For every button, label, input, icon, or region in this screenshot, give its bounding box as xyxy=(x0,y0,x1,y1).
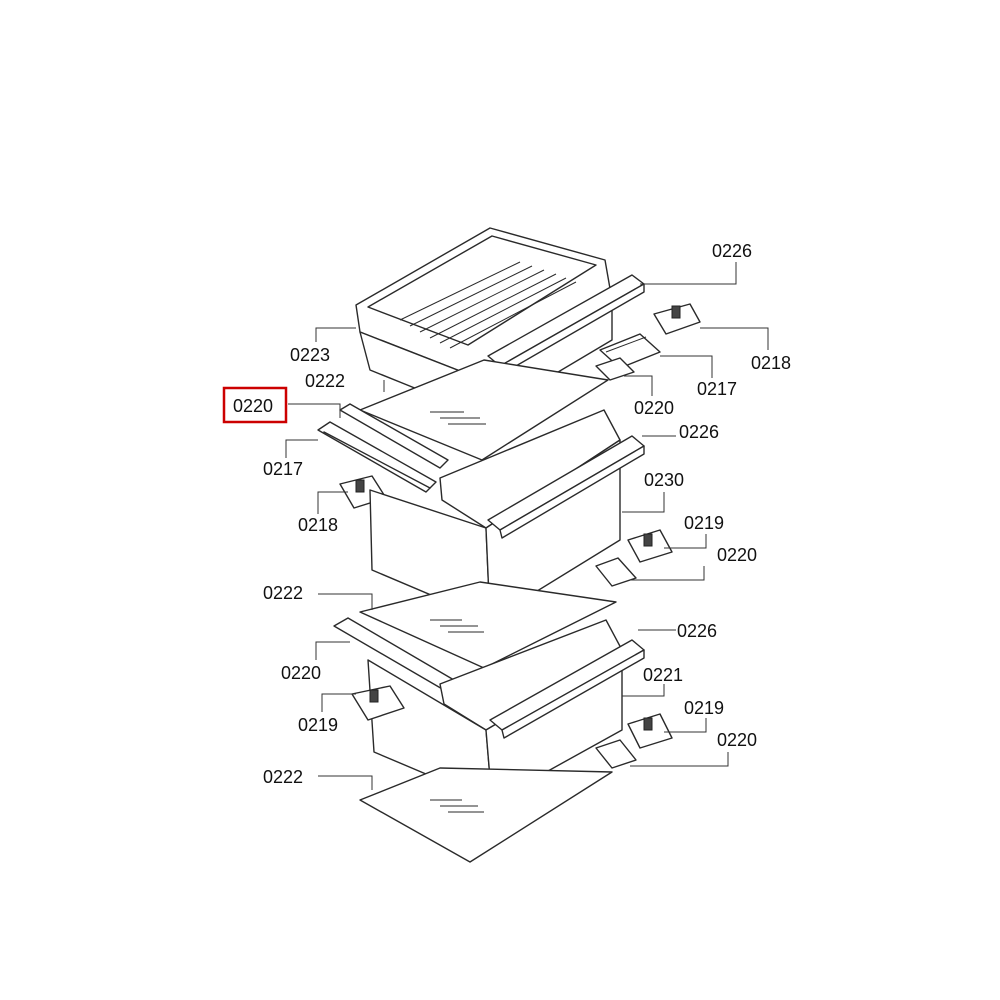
part-label-0218: 0218 xyxy=(751,353,791,373)
top-drawer-0223 xyxy=(355,227,645,417)
rail-0217-left xyxy=(317,403,449,493)
part-label-0220: 0220 xyxy=(717,730,757,750)
part-label-0219: 0219 xyxy=(684,513,724,533)
bracket-0219-right-mid xyxy=(627,529,673,563)
part-label-0219: 0219 xyxy=(298,715,338,735)
part-label-0222: 0222 xyxy=(263,583,303,603)
part-label-0217: 0217 xyxy=(697,379,737,399)
part-label-0222: 0222 xyxy=(263,767,303,787)
part-label-0219: 0219 xyxy=(684,698,724,718)
glass-shelf-0222-top xyxy=(359,359,609,461)
part-label-0222: 0222 xyxy=(305,371,345,391)
glass-shelf-0222-bottom xyxy=(359,767,613,863)
part-label-0226: 0226 xyxy=(677,621,717,641)
part-label-0223: 0223 xyxy=(290,345,330,365)
part-label-0220: 0220 xyxy=(281,663,321,683)
part-label-0218: 0218 xyxy=(298,515,338,535)
part-label-0220: 0220 xyxy=(717,545,757,565)
part-label-0220-highlighted: 0220 xyxy=(233,396,273,416)
part-label-0221: 0221 xyxy=(643,665,683,685)
part-labels: 0226 0223 0218 0217 0222 0220 0220 0226 … xyxy=(233,241,791,787)
bracket-0218-right xyxy=(653,303,701,335)
bracket-0219-left xyxy=(351,685,405,721)
strip-0220-right-mid xyxy=(595,557,637,587)
strip-0220-right-top xyxy=(595,357,635,381)
leader-lines xyxy=(285,262,769,790)
glass-shelf-0222-mid xyxy=(359,581,617,669)
middle-drawer-0230 xyxy=(369,409,645,621)
bracket-0219-right-low xyxy=(627,713,673,749)
part-label-0230: 0230 xyxy=(644,470,684,490)
part-label-0226: 0226 xyxy=(679,422,719,442)
lower-drawer-0221 xyxy=(333,617,645,803)
highlight-box xyxy=(222,386,288,424)
part-label-0217: 0217 xyxy=(263,459,303,479)
part-label-0226: 0226 xyxy=(712,241,752,261)
part-label-0220: 0220 xyxy=(634,398,674,418)
strip-0220-right-low xyxy=(595,739,637,769)
